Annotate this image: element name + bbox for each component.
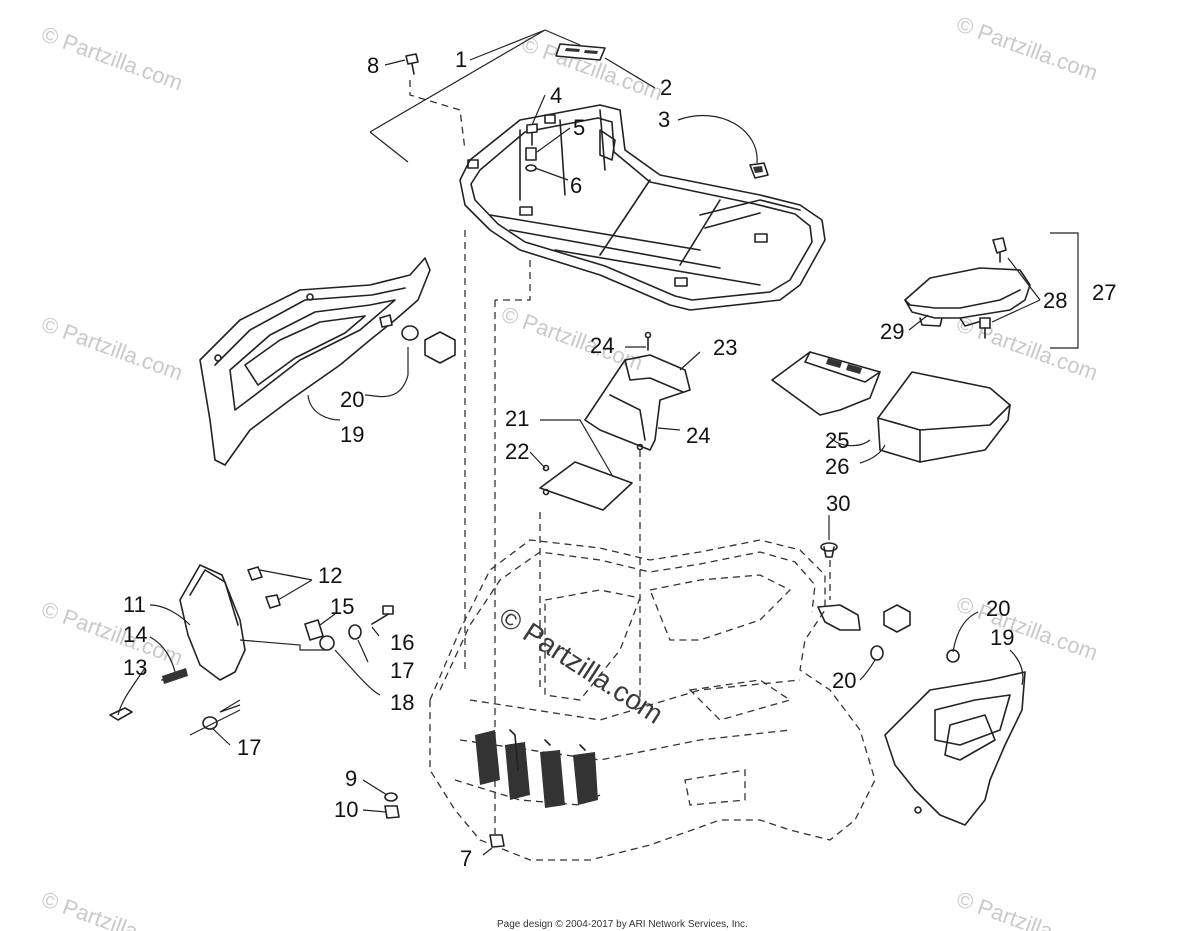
right-nut-washers [870,604,960,663]
callout-22: 22 [505,439,529,464]
clip-part [749,162,769,179]
bracket-23 [584,331,691,451]
callout-29: 29 [880,319,904,344]
storage-box-26 [877,371,1011,463]
left-nut-washer [401,325,456,364]
callout-19-left: 19 [340,422,364,447]
leader-lines [117,29,1079,856]
callout-17-upper: 17 [390,658,414,683]
callout-13: 13 [123,655,147,680]
callout-4: 4 [550,83,562,108]
guide-lines [409,80,831,840]
callout-23: 23 [713,335,737,360]
callout-7: 7 [460,846,472,871]
watermark-bottom-right: © Partzilla.com [953,886,1101,931]
front-body [429,539,876,861]
callout-24-lower: 24 [686,423,710,448]
callout-15: 15 [330,594,354,619]
body-bracket [817,604,861,631]
plug-30 [820,542,838,558]
footer-credit: Page design © 2004-2017 by ARI Network S… [497,919,748,930]
callout-20-left: 20 [340,387,364,412]
callout-21: 21 [505,406,529,431]
watermark-top-left: © Partzilla.com [38,21,186,95]
callout-1: 1 [455,47,467,72]
callout-27: 27 [1092,280,1116,305]
callout-26: 26 [825,454,849,479]
callout-14: 14 [123,622,147,647]
callout-2: 2 [660,75,672,100]
bolt-stack [525,123,538,172]
callout-10: 10 [334,797,358,822]
watermark-center: © Partzilla.com [494,601,669,730]
callout-28: 28 [1043,288,1067,313]
callout-6: 6 [570,173,582,198]
small-fasteners [384,792,505,848]
watermark-top-mid: © Partzilla.com [518,31,666,105]
callout-30: 30 [826,491,850,516]
callout-20-right-lower: 20 [832,668,856,693]
callout-5: 5 [573,115,585,140]
right-side-panel [884,671,1026,826]
callout-20-right-upper: 20 [986,596,1010,621]
callout-11: 11 [123,592,146,617]
left-headlight-cover [109,564,394,730]
watermark-bottom-left: © Partzilla.com [38,886,186,931]
callout-9: 9 [345,766,357,791]
watermark-mid-left: © Partzilla.com [38,311,186,385]
bolt-8 [405,53,419,75]
callout-17-lower: 17 [237,735,261,760]
rack-decal [555,43,606,61]
callout-3: 3 [658,107,670,132]
callout-25: 25 [825,428,849,453]
callout-12: 12 [318,563,342,588]
cover-plate [539,461,633,511]
callout-8: 8 [367,53,379,78]
callout-labels: 1 2 3 4 5 6 7 8 9 10 11 12 13 14 15 16 1… [123,47,1116,871]
callout-18: 18 [390,690,414,715]
watermark-top-right: © Partzilla.com [953,11,1101,85]
rear-rack [459,104,826,311]
left-side-panel [199,257,431,466]
watermark-low-right: © Partzilla.com [953,591,1101,665]
callout-16: 16 [390,630,414,655]
callout-24-upper: 24 [590,333,614,358]
watermarks: © Partzilla.com © Partzilla.com © Partzi… [38,11,1101,931]
callout-19-right: 19 [990,625,1014,650]
tray-25 [771,351,881,416]
watermark-mid-center: © Partzilla.com [498,301,646,375]
